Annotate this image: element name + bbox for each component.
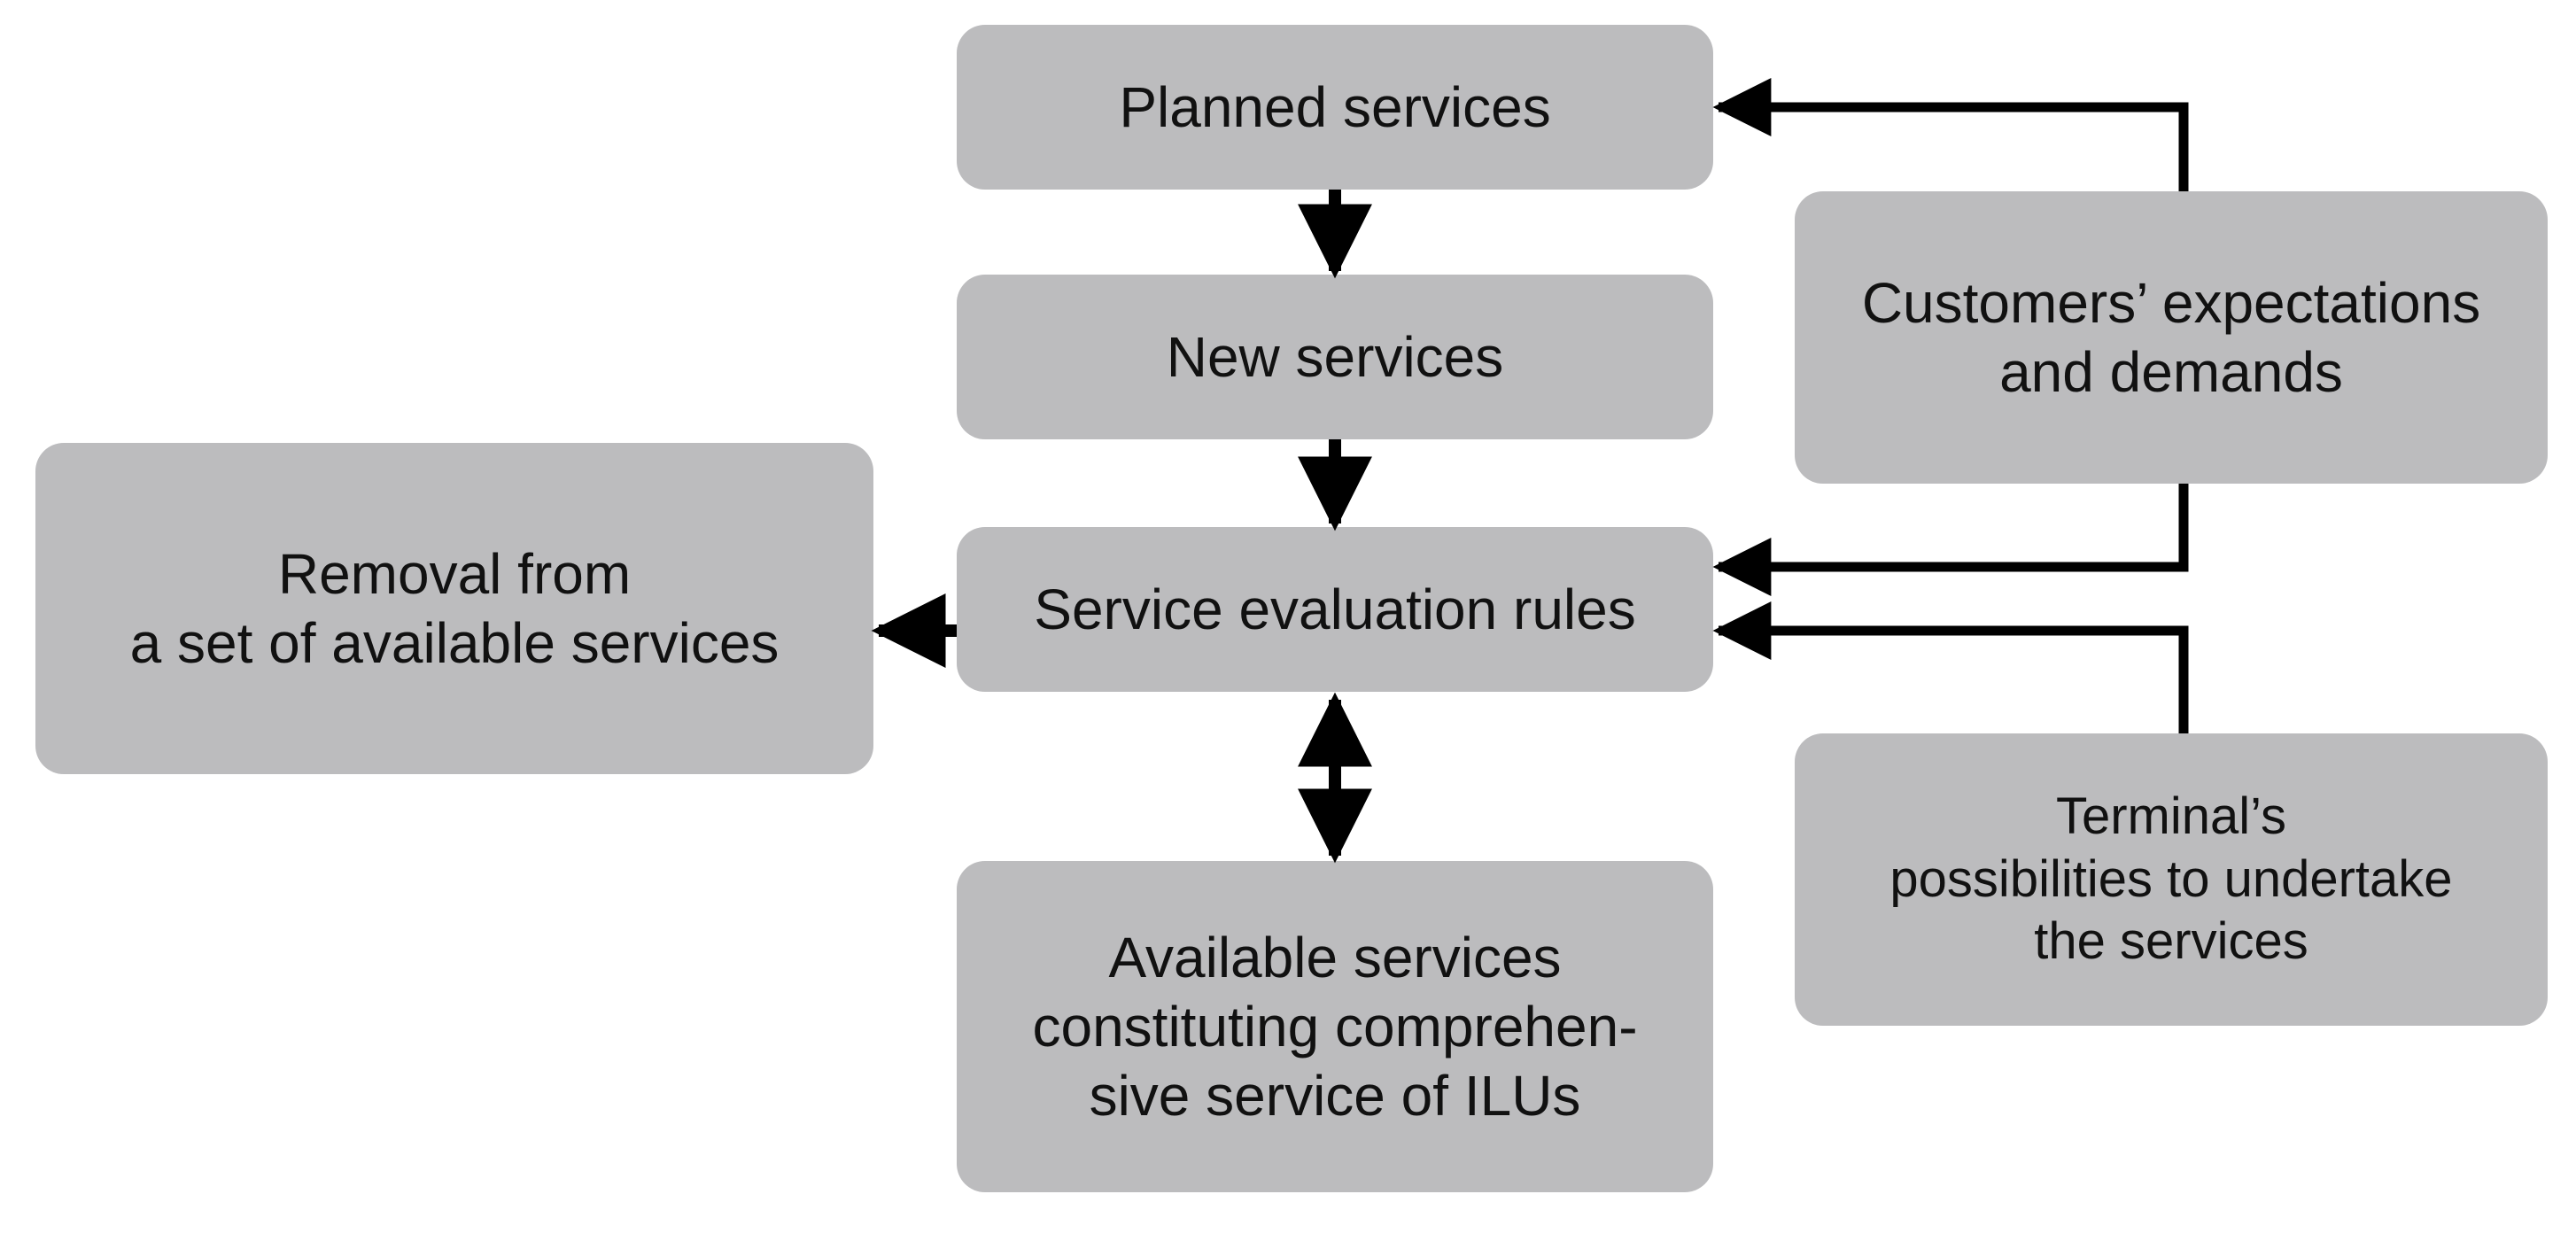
arrow-terminal-to-evaluation [1712,601,2189,733]
arrow-customers-to-evaluation [1712,484,2189,596]
customers-expectations-box: Customers’ expectations and demands [1795,191,2548,484]
arrow-customers-to-planned [1712,78,2189,191]
service-evaluation-rules-box: Service evaluation rules [957,527,1713,692]
planned-services-box: Planned services [957,25,1713,190]
available-services-box: Available services constituting comprehe… [957,861,1713,1192]
removal-box: Removal from a set of available services [35,443,873,774]
terminal-possibilities-box: Terminal’s possibilities to undertake th… [1795,733,2548,1026]
new-services-box: New services [957,275,1713,439]
